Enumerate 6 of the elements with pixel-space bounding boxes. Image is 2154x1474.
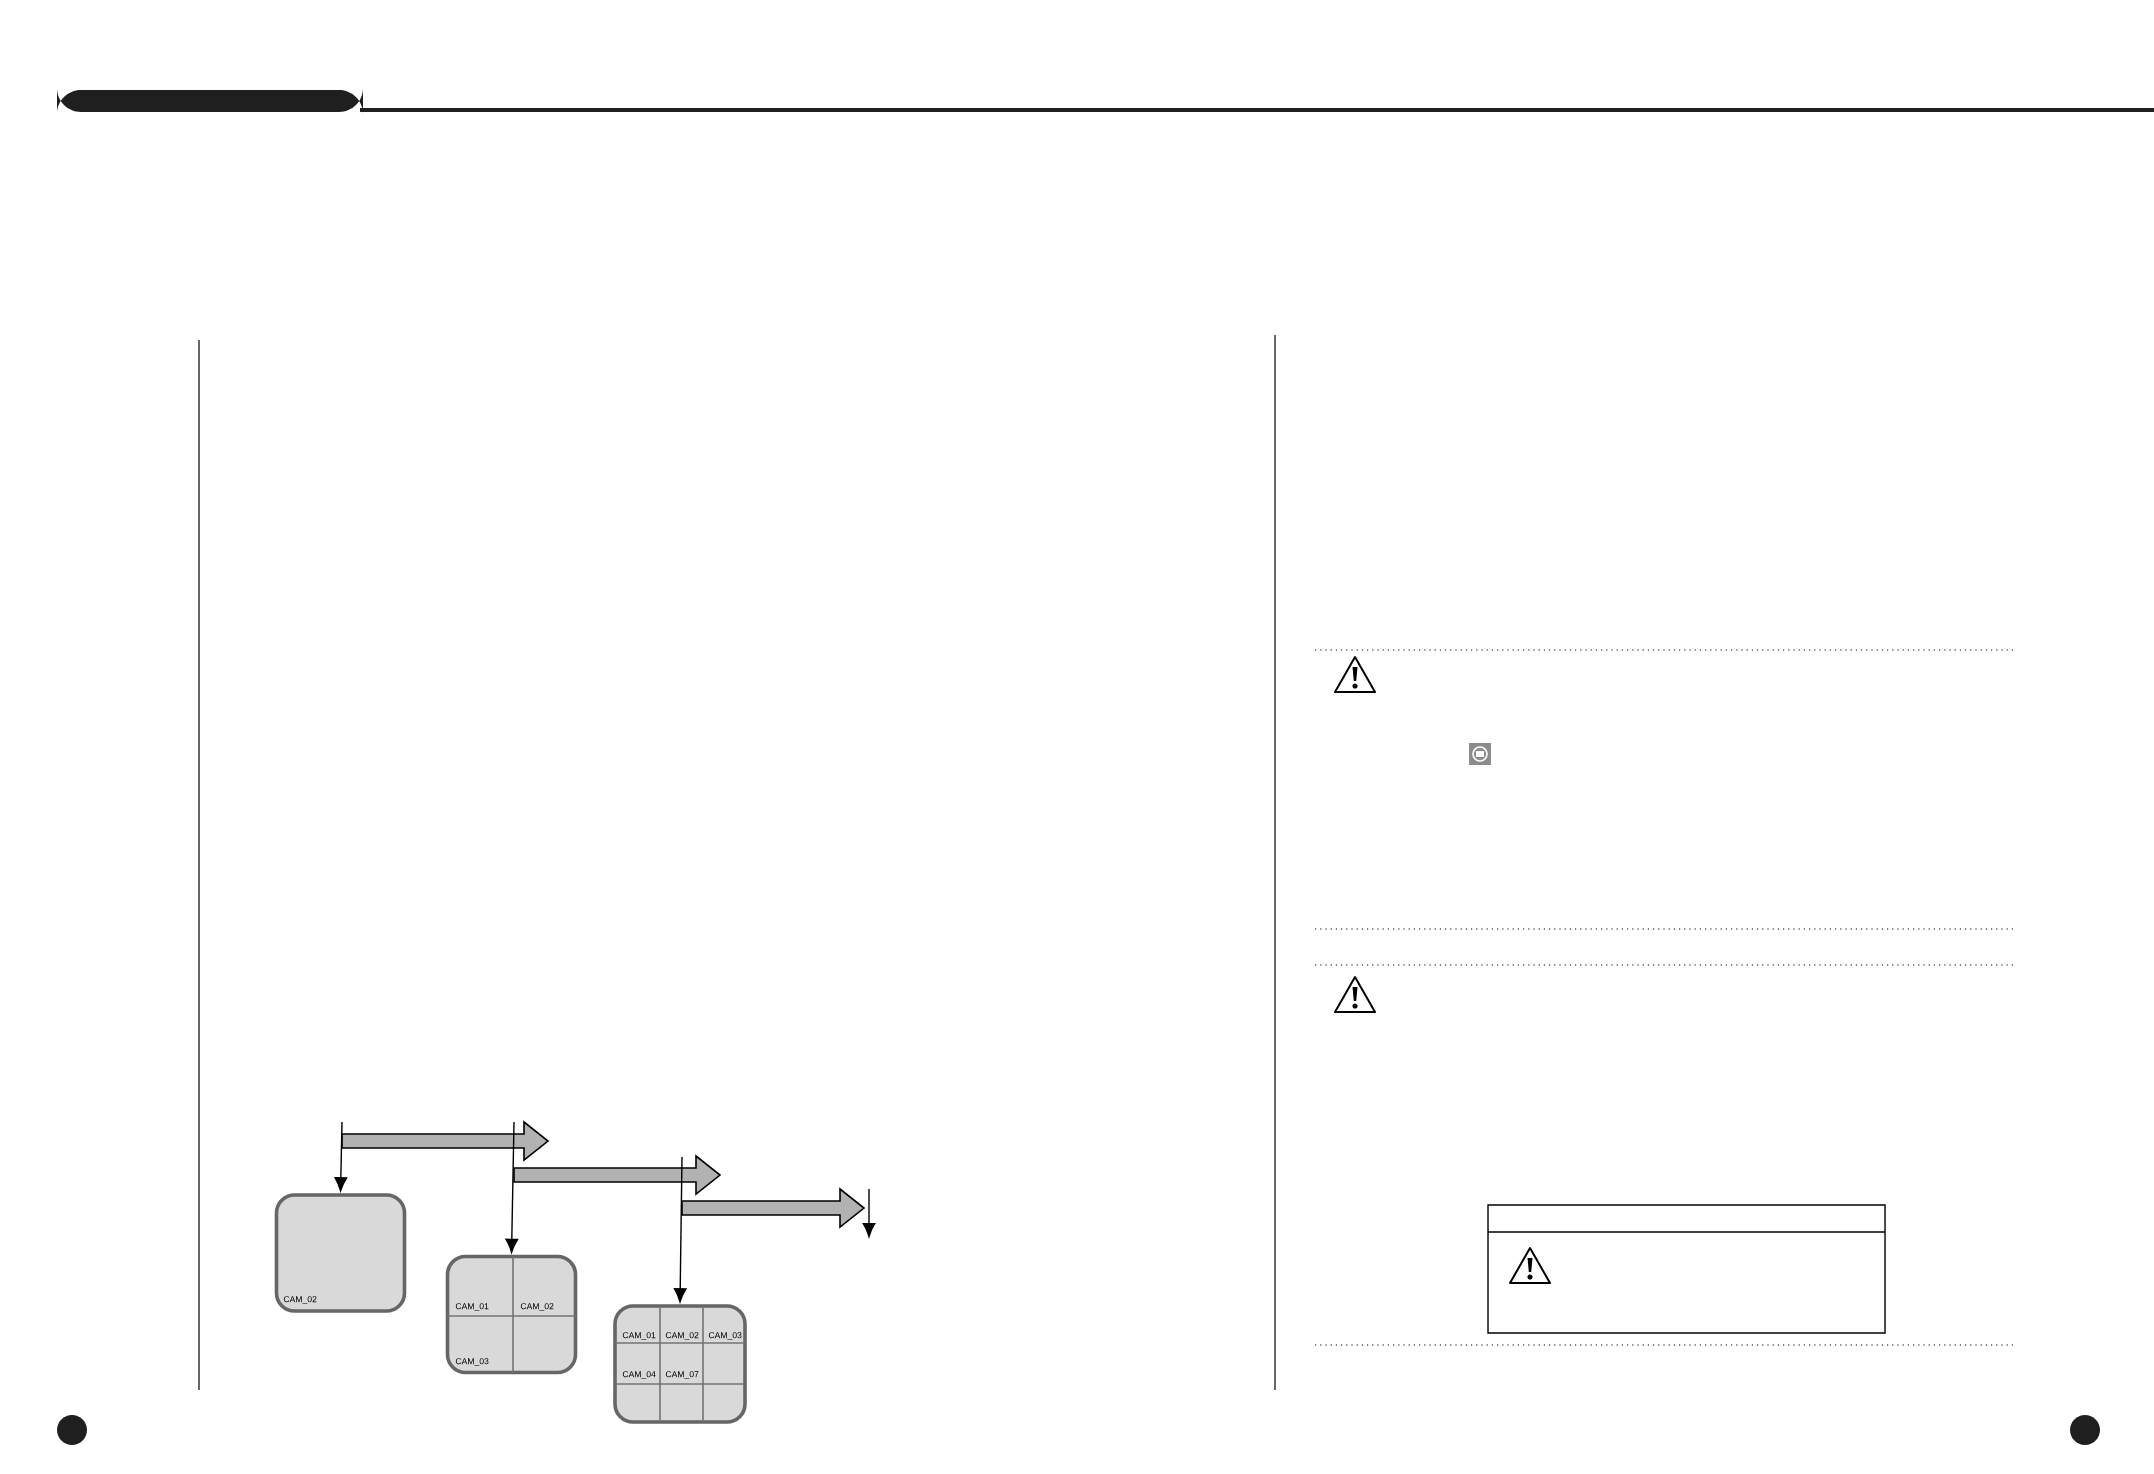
arrow [673,1156,687,1303]
arrow [505,1121,519,1253]
monitor-screen: CAM_01 CAM_02 CAM_03 CAM_04 CAM_07 [613,1304,747,1424]
arrow [334,1121,348,1192]
monitor-screen: CAM_01 CAM_02 CAM_03 [445,1254,578,1375]
monitor-screen: CAM_02 [274,1193,407,1313]
